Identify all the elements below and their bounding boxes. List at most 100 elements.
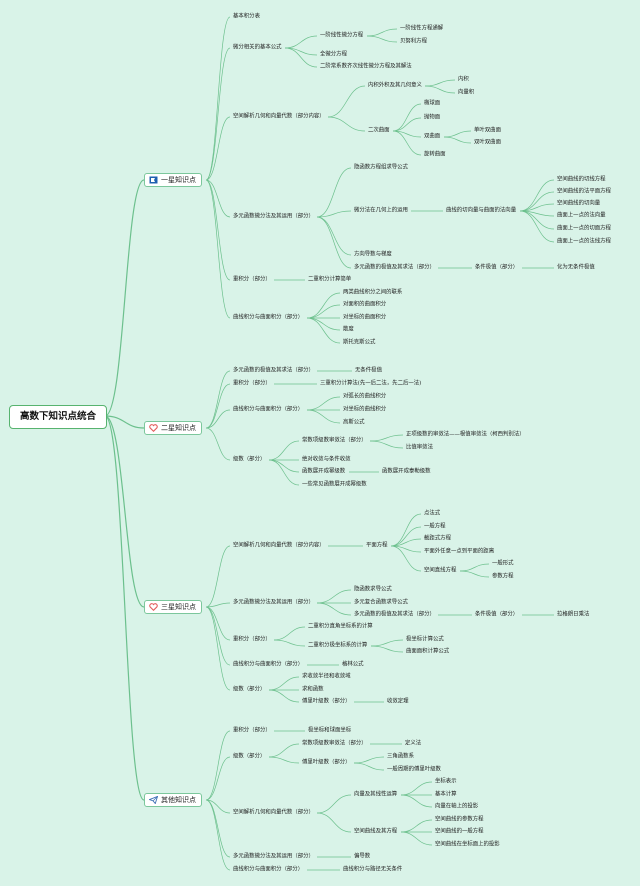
topic-node[interactable]: 坐标表示 [435, 778, 457, 785]
topic-node[interactable]: 多元函数的极值及其求法（部分） [354, 264, 435, 271]
category-node-3[interactable]: 三星知识点 [144, 600, 202, 614]
topic-node[interactable]: 曲面面积计算公式 [406, 648, 450, 655]
topic-node[interactable]: 空间曲线的切线方程 [557, 176, 606, 183]
topic-node[interactable]: 曲线积分与曲面积分（部分） [233, 661, 304, 668]
topic-node[interactable]: 绝对收敛与条件收敛 [302, 456, 351, 463]
topic-node[interactable]: 一阶线性方程通解 [400, 25, 444, 32]
topic-node[interactable]: 曲线积分与路径无关条件 [343, 866, 403, 873]
topic-node[interactable]: 极坐标计算公式 [406, 636, 444, 643]
topic-node[interactable]: 方向导数与梯度 [354, 251, 392, 258]
topic-node[interactable]: 平面外任意一点到平面的距离 [424, 548, 495, 555]
topic-node[interactable]: 对坐标的曲线积分 [343, 406, 387, 413]
topic-node[interactable]: 傅里叶级数（部分） [302, 698, 351, 705]
topic-node[interactable]: 多元函数微分法及其运用（部分） [233, 599, 314, 606]
topic-node[interactable]: 二重积分计算简单 [308, 276, 352, 283]
topic-node[interactable]: 向量在轴上的投影 [435, 803, 479, 810]
topic-node[interactable]: 曲线的切向量与曲面的法向量 [446, 207, 517, 214]
topic-node[interactable]: 两类曲线积分之间的联系 [343, 289, 403, 296]
topic-node[interactable]: 空间曲线的法平面方程 [557, 188, 611, 195]
topic-node[interactable]: 点法式 [424, 510, 441, 517]
topic-node[interactable]: 曲面上一点的法向量 [557, 212, 606, 219]
topic-node[interactable]: 贝努利方程 [400, 38, 427, 45]
topic-node[interactable]: 收敛定理 [387, 698, 409, 705]
topic-node[interactable]: 一般形式 [492, 560, 514, 567]
topic-node[interactable]: 傅里叶级数（部分） [302, 759, 351, 766]
topic-node[interactable]: 向量积 [458, 89, 475, 96]
topic-node[interactable]: 全微分方程 [320, 51, 347, 58]
topic-node[interactable]: 比值审敛法 [406, 444, 433, 451]
topic-node[interactable]: 偏导数 [354, 853, 371, 860]
topic-node[interactable]: 单叶双曲面 [474, 127, 501, 134]
category-node-1[interactable]: 一星知识点 [144, 173, 202, 187]
topic-node[interactable]: 隐函数方程组求导公式 [354, 164, 408, 171]
topic-node[interactable]: 级数（部分） [233, 456, 266, 463]
topic-node[interactable]: 无条件极值 [355, 367, 382, 374]
topic-node[interactable]: 三重积分计算法(先一后二法，先二后一法) [320, 380, 422, 387]
topic-node[interactable]: 多元复合函数求导公式 [354, 599, 408, 606]
topic-node[interactable]: 空间曲线在坐标面上的投影 [435, 841, 500, 848]
topic-node[interactable]: 对弧长的曲线积分 [343, 393, 387, 400]
topic-node[interactable]: 二重积分直角坐标系的计算 [308, 623, 373, 630]
topic-node[interactable]: 双叶双曲面 [474, 139, 501, 146]
topic-node[interactable]: 空间曲线的切向量 [557, 200, 601, 207]
topic-node[interactable]: 空间解析几何和向量代数（部分） [233, 809, 314, 816]
topic-node[interactable]: 一阶线性微分方程 [320, 32, 364, 39]
topic-node[interactable]: 多元函数的极值及其求法（部分） [354, 611, 435, 618]
topic-node[interactable]: 条件极值（部分） [475, 264, 519, 271]
topic-node[interactable]: 参数方程 [492, 573, 514, 580]
topic-node[interactable]: 重积分（部分） [233, 276, 271, 283]
topic-node[interactable]: 二重积分极坐标系的计算 [308, 642, 368, 649]
topic-node[interactable]: 常数项级数审敛法（部分） [302, 740, 367, 747]
topic-node[interactable]: 重积分（部分） [233, 380, 271, 387]
topic-node[interactable]: 空间解析几何和向量代数（部分内容） [233, 113, 325, 120]
topic-node[interactable]: 旋转曲面 [424, 151, 446, 158]
topic-node[interactable]: 二次曲面 [368, 127, 390, 134]
topic-node[interactable]: 三角函数系 [387, 753, 414, 760]
topic-node[interactable]: 条件极值（部分） [475, 611, 519, 618]
topic-node[interactable]: 空间曲线的参数方程 [435, 816, 484, 823]
topic-node[interactable]: 求和函数 [302, 686, 324, 693]
topic-node[interactable]: 曲面上一点的切面方程 [557, 225, 611, 232]
topic-node[interactable]: 向量及其线性运算 [354, 791, 398, 798]
category-node-4[interactable]: 其他知识点 [144, 793, 202, 807]
topic-node[interactable]: 内积外积及其几何意义 [368, 82, 422, 89]
topic-node[interactable]: 重积分（部分） [233, 727, 271, 734]
topic-node[interactable]: 格林公式 [342, 661, 364, 668]
topic-node[interactable]: 函数展开成泰勒级数 [382, 468, 431, 475]
topic-node[interactable]: 拉格朗日乘法 [557, 611, 590, 618]
topic-node[interactable]: 化为无条件极值 [557, 264, 595, 271]
topic-node[interactable]: 曲面上一点的法线方程 [557, 238, 611, 245]
topic-node[interactable]: 曲线积分与曲面积分（部分） [233, 866, 304, 873]
category-node-2[interactable]: 二星知识点 [144, 421, 202, 435]
topic-node[interactable]: 基本计算 [435, 791, 457, 798]
topic-node[interactable]: 多元函数的极值及其求法（部分） [233, 367, 314, 374]
topic-node[interactable]: 一些常见函数展开成幂级数 [302, 481, 367, 488]
topic-node[interactable]: 对坐标的曲面积分 [343, 314, 387, 321]
topic-node[interactable]: 高斯公式 [343, 419, 365, 426]
topic-node[interactable]: 函数展开成幂级数 [302, 468, 346, 475]
topic-node[interactable]: 二阶常系数齐次线性微分方程及其解法 [320, 63, 412, 70]
root-node[interactable]: 高数下知识点统合 [9, 405, 107, 429]
topic-node[interactable]: 常数项级数审敛法（部分） [302, 437, 367, 444]
topic-node[interactable]: 空间曲线及其方程 [354, 828, 398, 835]
topic-node[interactable]: 曲线积分与曲面积分（部分） [233, 314, 304, 321]
topic-node[interactable]: 隐函数求导公式 [354, 586, 392, 593]
topic-node[interactable]: 椭球面 [424, 100, 441, 107]
topic-node[interactable]: 极坐标和球面坐标 [308, 727, 352, 734]
topic-node[interactable]: 一般周期的傅里叶级数 [387, 766, 441, 773]
topic-node[interactable]: 定义法 [405, 740, 422, 747]
topic-node[interactable]: 微分法在几何上的运用 [354, 207, 408, 214]
topic-node[interactable]: 散度 [343, 326, 354, 333]
topic-node[interactable]: 空间解析几何和向量代数（部分内容） [233, 542, 325, 549]
topic-node[interactable]: 多元函数微分法及其运用（部分） [233, 853, 314, 860]
topic-node[interactable]: 级数（部分） [233, 686, 266, 693]
topic-node[interactable]: 求收敛半径和收敛域 [302, 673, 351, 680]
topic-node[interactable]: 斯托克斯公式 [343, 339, 376, 346]
topic-node[interactable]: 截距式方程 [424, 535, 451, 542]
topic-node[interactable]: 微分相关的基本公式 [233, 44, 282, 51]
topic-node[interactable]: 多元函数微分法及其运用（部分） [233, 213, 314, 220]
topic-node[interactable]: 重积分（部分） [233, 636, 271, 643]
topic-node[interactable]: 空间直线方程 [424, 567, 457, 574]
topic-node[interactable]: 基本积分表 [233, 13, 260, 20]
topic-node[interactable]: 正项级数的审敛法——根值审敛法（柯西判别法） [406, 431, 525, 438]
